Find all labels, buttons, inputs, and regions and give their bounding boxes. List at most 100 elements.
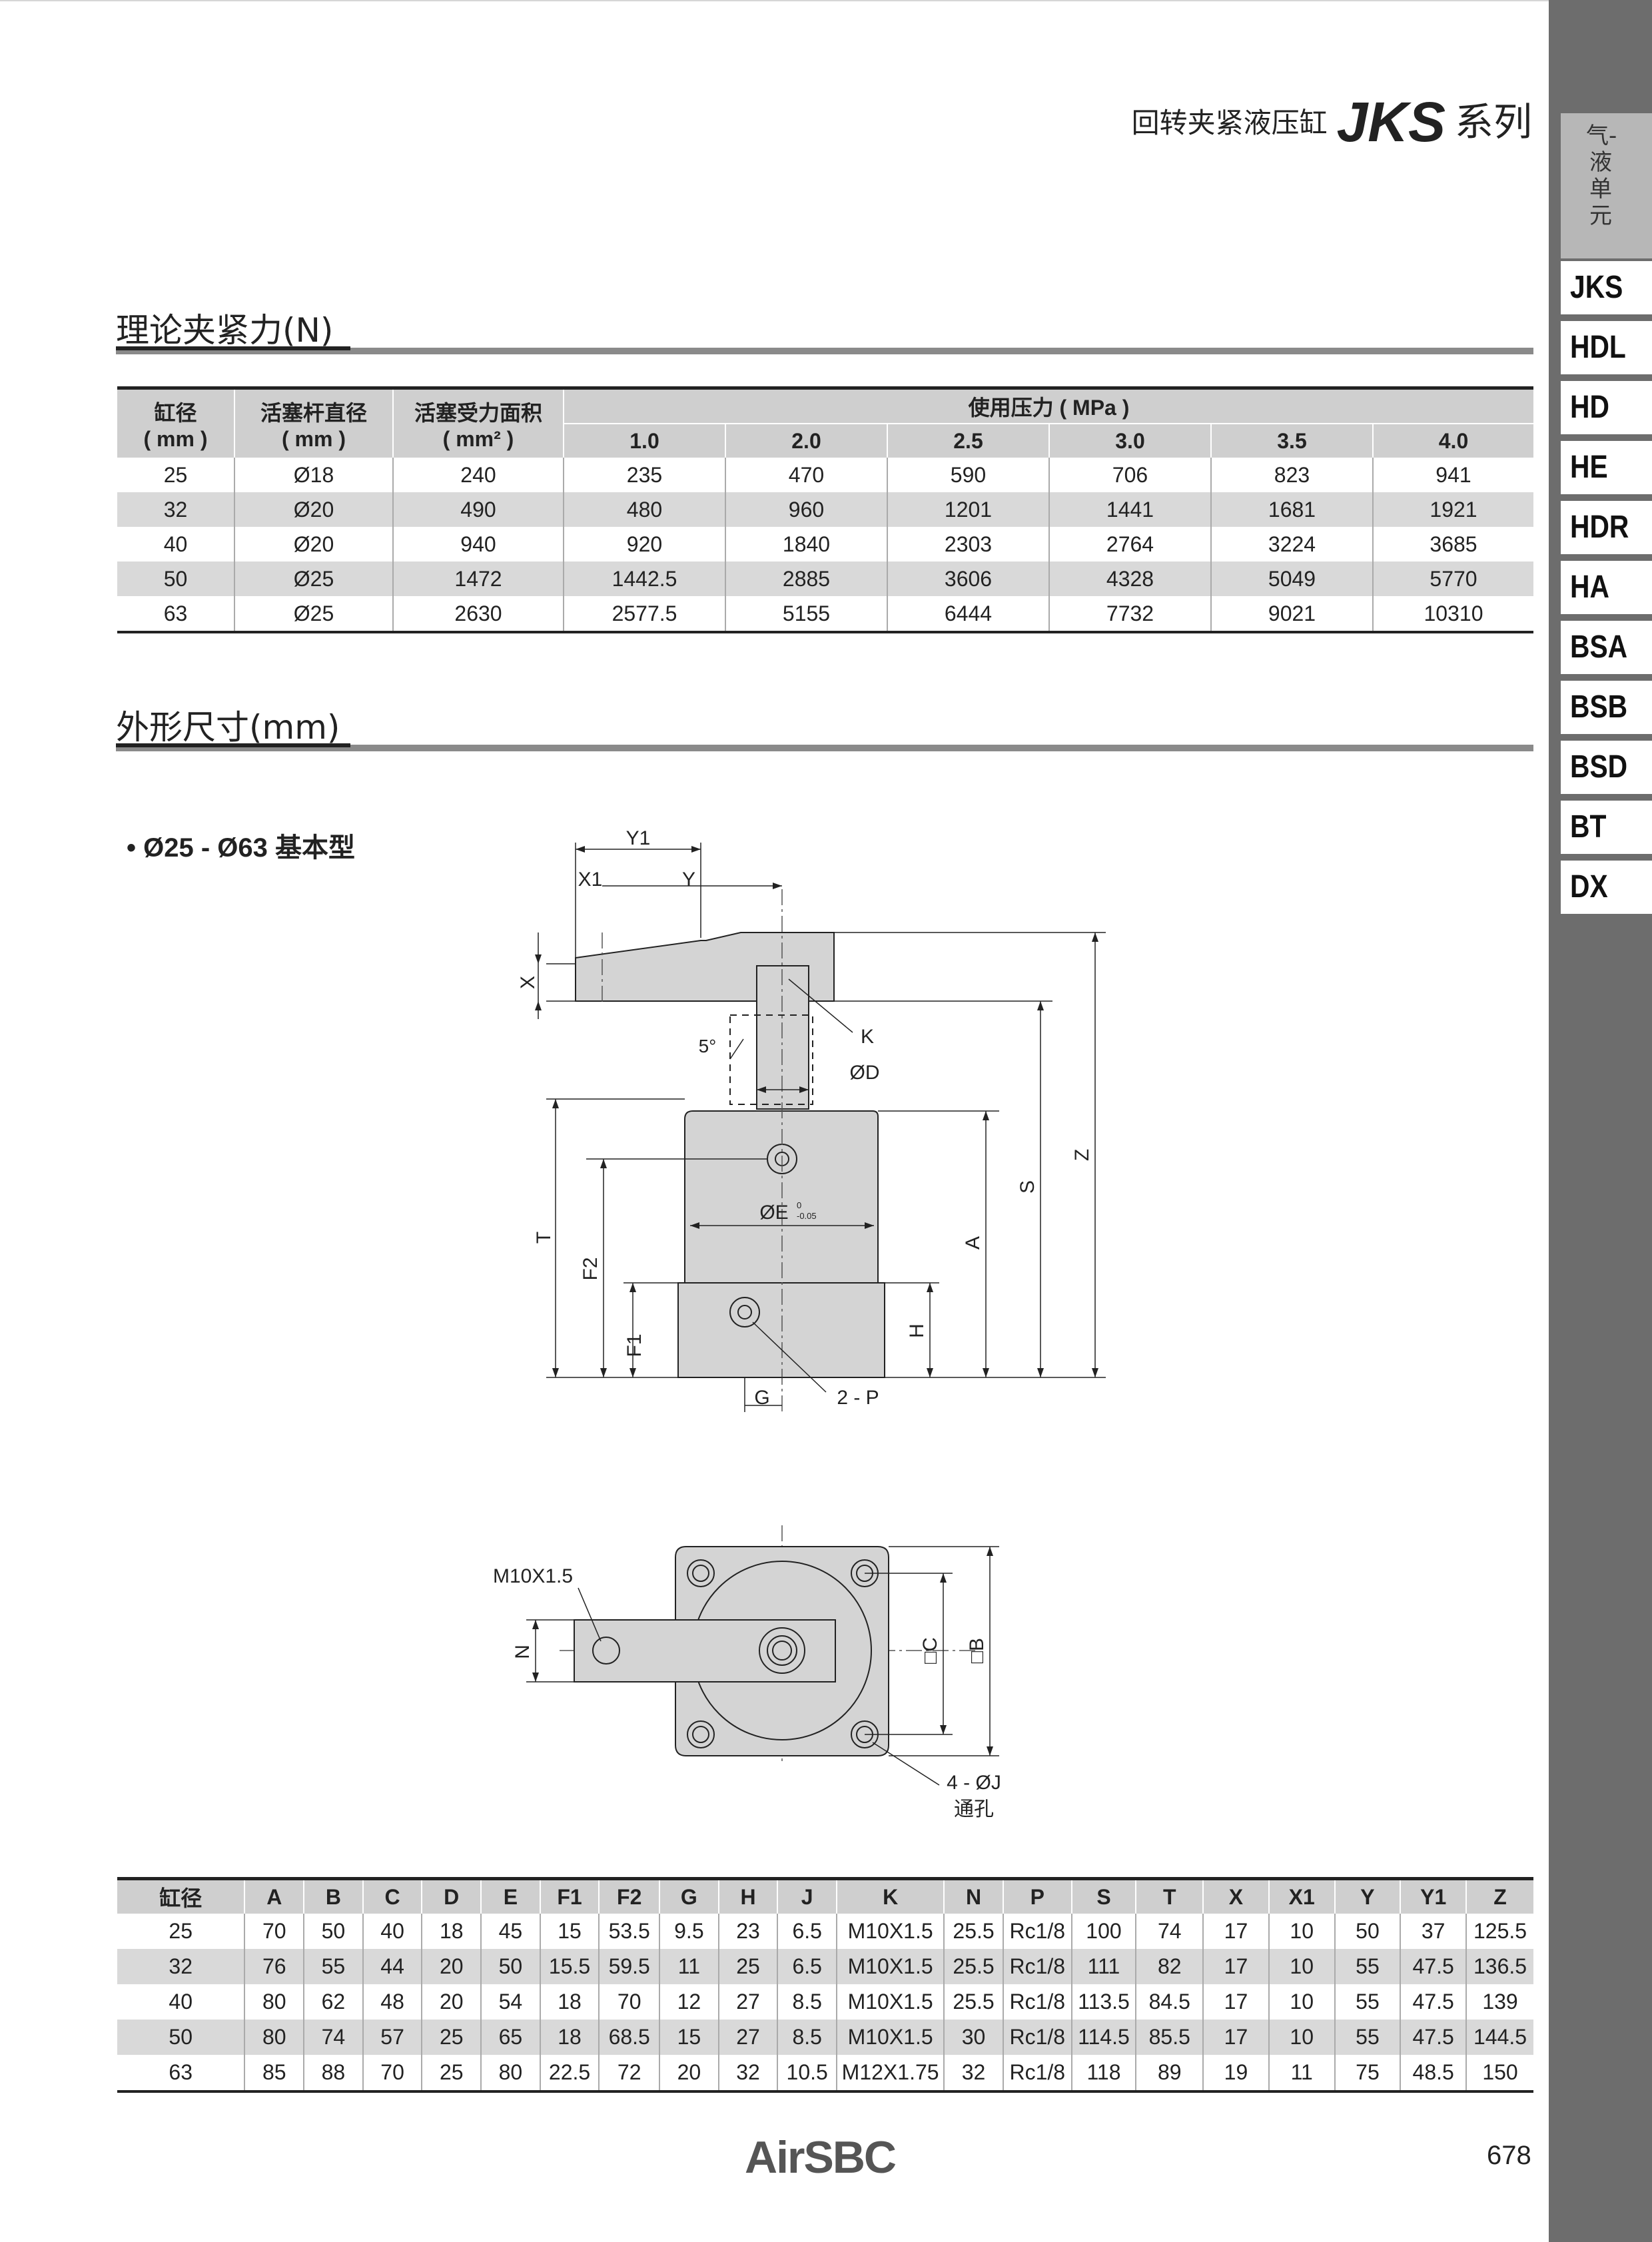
table-cell: 17	[1202, 2020, 1269, 2055]
sidebar-item-label: JKS	[1570, 270, 1623, 305]
cylinder-body	[684, 1110, 879, 1284]
table-cell: 70	[244, 1914, 304, 1949]
sidebar-item-bt[interactable]: BT	[1561, 801, 1652, 854]
table-cell: 17	[1202, 1914, 1269, 1949]
table-header-cell: F2	[598, 1878, 660, 1914]
sidebar-item-bsa[interactable]: BSA	[1561, 621, 1652, 674]
table-cell: 17	[1202, 1949, 1269, 1984]
table-cell: 70	[598, 1984, 660, 2020]
table-cell: 5155	[725, 596, 887, 632]
label-angle: 5°	[699, 1036, 717, 1056]
page-number: 678	[1487, 2141, 1531, 2170]
table-cell: 54	[480, 1984, 540, 2020]
series-code: JKS	[1336, 91, 1446, 153]
table-header-cell: A	[244, 1878, 304, 1914]
label-e-tol-upper: 0	[797, 1200, 801, 1210]
label-g: G	[754, 1387, 769, 1409]
table-cell: 10	[1268, 1984, 1335, 2020]
table-cell: 240	[392, 458, 564, 492]
table-cell: 22.5	[539, 2055, 600, 2091]
table-header-cell: H	[717, 1878, 778, 1914]
table-cell: 55	[303, 1949, 363, 1984]
table-cell: 4328	[1048, 561, 1211, 596]
sidebar-item-bsb[interactable]: BSB	[1561, 681, 1652, 734]
table-cell: 59.5	[598, 1949, 660, 1984]
table-cell: 5049	[1210, 561, 1373, 596]
swing-ghost	[729, 1014, 813, 1105]
table-header-cell: K	[836, 1878, 945, 1914]
table-cell: Rc1/8	[1002, 1914, 1072, 1949]
sidebar-item-dx[interactable]: DX	[1561, 861, 1652, 914]
label-h: H	[906, 1323, 928, 1338]
sidebar-item-hdl[interactable]: HDL	[1561, 321, 1652, 374]
rod-circle-inner	[772, 1641, 792, 1661]
header-title: 回转夹紧液压缸	[1131, 107, 1328, 139]
table-cell: 1921	[1372, 492, 1533, 527]
table-cell: 125.5	[1465, 1914, 1533, 1949]
header-pressure-value: 4.0	[1372, 423, 1533, 458]
sidebar-item-label: HE	[1570, 450, 1608, 485]
table-header-cell: D	[421, 1878, 482, 1914]
sidebar-item-hdr[interactable]: HDR	[1561, 501, 1652, 554]
page-header: 回转夹紧液压缸 JKS 系列	[1132, 79, 1532, 152]
sidebar-item-hd[interactable]: HD	[1561, 381, 1652, 434]
table-cell: 235	[563, 458, 725, 492]
table-cell: 82	[1135, 1949, 1204, 1984]
sidebar-item-jks[interactable]: JKS	[1561, 261, 1652, 314]
label-thread: M10X1.5	[493, 1565, 573, 1587]
table-cell: 20	[421, 1949, 482, 1984]
company-logo: AirSBC	[745, 2132, 897, 2183]
header-rod: 活塞杆直径( mm )	[234, 388, 393, 458]
table-cell: 80	[244, 1984, 304, 2020]
table-header-cell: P	[1002, 1878, 1072, 1914]
table-cell: 32	[117, 1949, 245, 1984]
sidebar-item-he[interactable]: HE	[1561, 441, 1652, 494]
table-cell: 88	[303, 2055, 363, 2091]
table-cell: 10	[1268, 2020, 1335, 2055]
table-cell: 23	[717, 1914, 778, 1949]
table-cell: 7732	[1048, 596, 1211, 632]
table-cell: 50	[117, 561, 234, 596]
label-n: N	[512, 1645, 534, 1659]
table-cell: 27	[717, 1984, 778, 2020]
label-e: ØE	[759, 1202, 788, 1224]
table-cell: 6.5	[777, 1949, 837, 1984]
table-cell: 111	[1070, 1949, 1136, 1984]
table-cell: 53.5	[598, 1914, 660, 1949]
sidebar-category: 气-液单元	[1561, 113, 1652, 258]
table-cell: 113.5	[1070, 1984, 1136, 2020]
table-header-cell: X1	[1268, 1878, 1335, 1914]
table-cell: 18	[421, 1914, 482, 1949]
table-cell: 37	[1400, 1914, 1467, 1949]
label-x: X	[517, 976, 539, 989]
table-cell: 20	[421, 1984, 482, 2020]
label-j: 4 - ØJ	[947, 1772, 1001, 1794]
table-cell: 80	[244, 2020, 304, 2055]
table-cell: 47.5	[1400, 1949, 1467, 1984]
table-cell: 25.5	[943, 1949, 1003, 1984]
table-cell: 25.5	[943, 1914, 1003, 1949]
table-cell: 32	[717, 2055, 778, 2091]
table-cell: 6444	[887, 596, 1049, 632]
table-cell: 30	[943, 2020, 1003, 2055]
table-cell: M10X1.5	[836, 1914, 945, 1949]
table-cell: 32	[943, 2055, 1003, 2091]
table-cell: 10	[1268, 1914, 1335, 1949]
table-header-cell: N	[943, 1878, 1003, 1914]
table-cell: 25	[421, 2020, 482, 2055]
sidebar-item-bsd[interactable]: BSD	[1561, 741, 1652, 794]
table-cell: 1681	[1210, 492, 1373, 527]
sidebar-item-label: HDR	[1570, 510, 1629, 545]
table-cell: 40	[362, 1914, 422, 1949]
table-cell: 590	[887, 458, 1049, 492]
piston-rod	[756, 965, 809, 1110]
top-rule	[0, 0, 1549, 1]
label-through: 通孔	[954, 1798, 994, 1820]
table-header-cell: X	[1202, 1878, 1269, 1914]
table-header-cell: J	[777, 1878, 837, 1914]
sidebar-item-ha[interactable]: HA	[1561, 561, 1652, 614]
rod-circle	[759, 1627, 805, 1674]
table-cell: 941	[1372, 458, 1533, 492]
